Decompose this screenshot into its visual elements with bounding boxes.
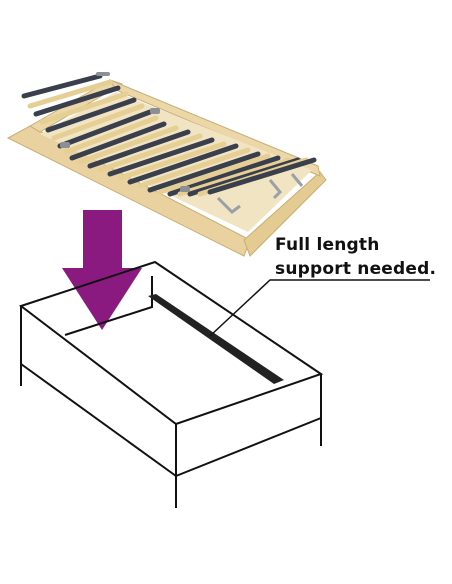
box-front-wall-bottom <box>20 363 177 477</box>
callout-leader-line <box>209 279 430 337</box>
slatted-bed-frame-icon <box>6 72 327 257</box>
box-inner-rim <box>64 276 153 336</box>
head-section-slats <box>21 73 159 155</box>
frame-rail-front <box>243 171 327 257</box>
box-right-wall-bottom <box>175 417 322 477</box>
center-support-bar <box>148 294 284 384</box>
callout-line-1: Full length <box>275 235 380 255</box>
bed-base-box-icon <box>18 260 324 508</box>
callout-text: Full length support needed. <box>275 233 445 281</box>
callout-line-2: support needed. <box>275 259 437 279</box>
slat-holders <box>60 72 190 192</box>
adjustment-brackets <box>216 173 304 214</box>
box-top-rim <box>18 260 324 426</box>
middle-section-slats <box>69 121 251 189</box>
down-arrow-icon <box>62 210 142 330</box>
